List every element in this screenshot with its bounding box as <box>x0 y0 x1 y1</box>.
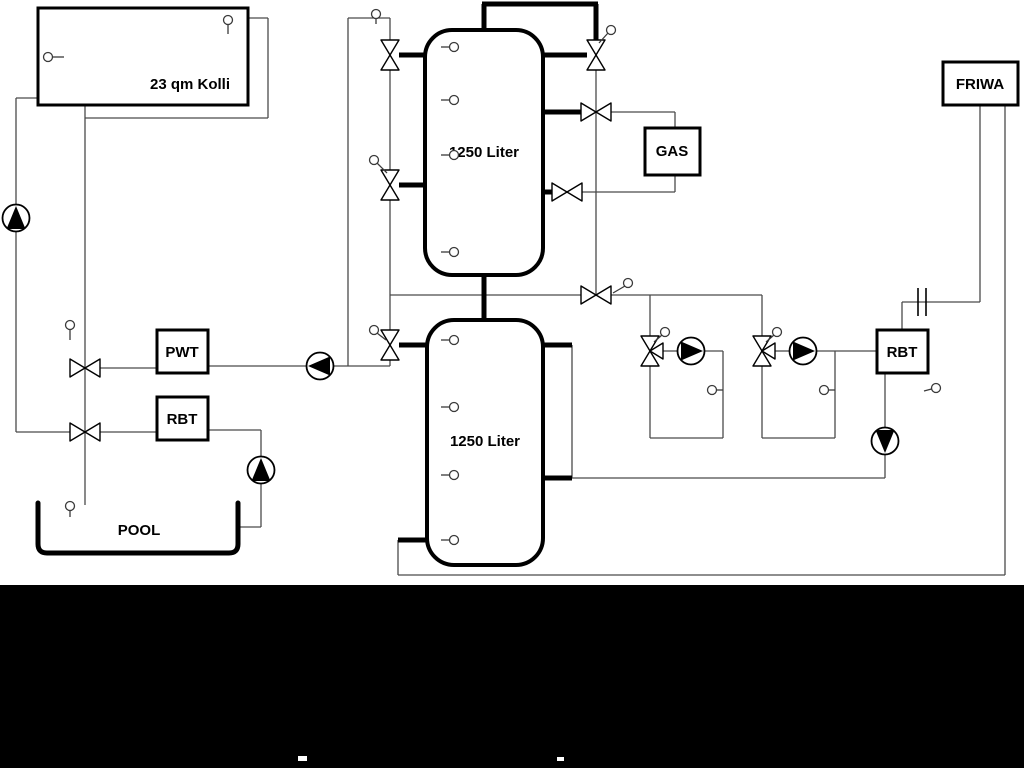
sensor-tank-upper-2-icon <box>441 94 460 106</box>
pool-pump-icon <box>246 455 276 485</box>
friwa-station: FRIWA <box>941 60 1020 107</box>
sensor-tank-lower-2-icon <box>441 401 460 413</box>
sensor-valve-lower-left-icon <box>368 324 387 341</box>
pwt-label: PWT <box>165 344 198 361</box>
black-screen-area <box>0 585 1024 768</box>
valve-lower-tank-left-icon <box>380 329 400 361</box>
rbt-left-label: RBT <box>167 411 198 428</box>
schematic-canvas: 23 qm Kolli 1250 Liter 1250 Liter GAS FR… <box>0 0 1024 585</box>
rbt-right-heat-exchanger: RBT <box>875 328 930 375</box>
sensor-rbt-right-icon <box>923 382 942 394</box>
valve-solar-tank-mid-left-icon <box>380 169 400 201</box>
rbt-left-heat-exchanger: RBT <box>155 395 210 442</box>
sensor-tank-lower-4-icon <box>441 534 460 546</box>
screen-artifact <box>298 756 307 761</box>
circuit1-pump-icon <box>676 336 706 366</box>
valve-rbt-icon <box>69 422 101 442</box>
sensor-circuit1-valve-icon <box>653 326 671 343</box>
tank-lower-label: 1250 Liter <box>450 433 520 450</box>
sensor-distribution-valve-icon <box>612 277 634 294</box>
sensor-circuit1-return-icon <box>706 384 723 396</box>
solar-pump-icon <box>1 203 31 233</box>
rbt-right-pump-icon <box>870 426 900 456</box>
sensor-circuit2-valve-icon <box>765 326 783 343</box>
pool: POOL <box>35 500 241 556</box>
valve-pwt-icon <box>69 358 101 378</box>
valve-gas-return-icon <box>551 182 583 202</box>
heating-schematic: 23 qm Kolli 1250 Liter 1250 Liter GAS FR… <box>1 1 1020 576</box>
sensor-riser-top-icon <box>370 8 382 24</box>
mixing-valve-circuit2-icon <box>752 335 776 367</box>
sensor-pwt-valve-icon <box>64 319 76 340</box>
pwt-heat-exchanger: PWT <box>155 328 210 375</box>
collector-label: 23 qm Kolli <box>150 76 230 93</box>
valve-solar-tank-top-left-icon <box>380 39 400 71</box>
valve-tank-top-right-icon <box>586 39 606 71</box>
sensor-valve-top-right-icon <box>598 24 617 44</box>
solar-collector: 23 qm Kolli <box>36 6 250 107</box>
temperature-sensors <box>42 8 942 546</box>
valve-distribution-icon <box>580 285 612 305</box>
sensor-pool-icon <box>64 500 76 517</box>
sensor-tank-upper-1-icon <box>441 41 460 53</box>
sensor-collector-top-icon <box>222 14 234 34</box>
mixing-valve-circuit1-icon <box>640 335 664 367</box>
screen-artifact <box>557 757 564 761</box>
sensor-circuit2-return-icon <box>818 384 835 396</box>
sensor-tank-lower-1-icon <box>441 334 460 346</box>
pipe-break-ticks <box>917 288 927 316</box>
pwt-pump-icon <box>305 351 335 381</box>
sensor-tank-lower-3-icon <box>441 469 460 481</box>
sensor-tank-upper-3-icon <box>441 149 460 161</box>
tank-upper-label: 1250 Liter <box>449 144 519 161</box>
sensor-valve-mid-left-icon <box>368 154 388 174</box>
pipe-network <box>15 17 1006 576</box>
sensor-collector-left-icon <box>42 51 64 63</box>
gas-boiler: GAS <box>643 126 702 177</box>
buffer-tank-upper: 1250 Liter <box>423 28 545 277</box>
valve-gas-supply-icon <box>580 102 612 122</box>
rbt-right-label: RBT <box>887 344 918 361</box>
pipe-network-thick <box>398 1 599 543</box>
pool-label: POOL <box>118 522 161 539</box>
sensor-tank-upper-4-icon <box>441 246 460 258</box>
circuit2-pump-icon <box>788 336 818 366</box>
gas-boiler-label: GAS <box>656 143 689 160</box>
buffer-tank-lower: 1250 Liter <box>425 318 545 567</box>
friwa-label: FRIWA <box>956 76 1004 93</box>
